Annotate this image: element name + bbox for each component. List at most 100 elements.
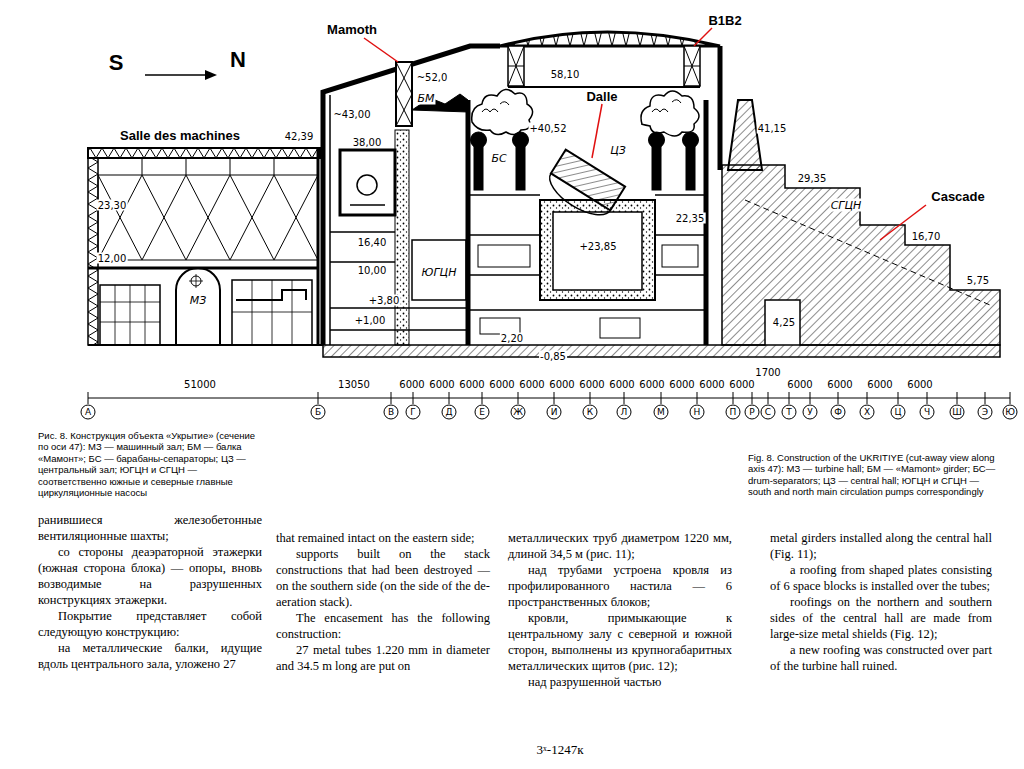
axis-circle	[384, 405, 398, 419]
turbine-hall	[88, 158, 98, 345]
axis-letter: П	[730, 407, 737, 417]
dimension-mark: 6000	[428, 379, 455, 390]
dimension-mark: 58,10	[550, 69, 581, 80]
dimension-mark: 6000	[548, 379, 575, 390]
turbine-hall	[236, 290, 306, 300]
part-code: ЦЗ	[609, 144, 627, 157]
dimension-mark: 4,25	[772, 317, 796, 328]
callout-leader	[364, 38, 398, 62]
axis-letter: Ш	[952, 407, 962, 417]
turbine-hall	[176, 268, 220, 345]
axis-circle	[920, 405, 934, 419]
dimension-mark: 6000	[786, 379, 813, 390]
axis-circle	[761, 405, 775, 419]
text-column: metal girders installed along the centra…	[770, 530, 992, 674]
axis-circle	[978, 405, 992, 419]
part-code: ЮГЦН	[421, 266, 458, 279]
axis-letter: А	[85, 407, 91, 417]
axis-letter: И	[551, 407, 558, 417]
axis-circle	[583, 405, 597, 419]
dimension-mark: +1,00	[354, 315, 387, 326]
callout-label: Salle des machines	[120, 128, 240, 143]
axis-letter: Н	[694, 407, 701, 417]
dimension-mark: 6000	[668, 379, 695, 390]
axis-circle	[745, 405, 759, 419]
dimension-mark: 6000	[826, 379, 853, 390]
dimension-mark: 13050	[337, 379, 371, 390]
reactor-building	[466, 100, 471, 345]
dimension-mark: 51000	[183, 379, 217, 390]
turbine-hall	[317, 148, 320, 345]
reactor-building	[396, 62, 412, 126]
reactor-building	[662, 245, 698, 267]
cascade-wall	[722, 100, 1000, 345]
axis-letter: Ф	[834, 407, 842, 417]
axis-letter: У	[807, 407, 812, 417]
turbine-hall	[100, 285, 160, 345]
reactor-building	[683, 132, 699, 148]
axis-letter: Х	[864, 407, 870, 417]
reactor-building	[330, 232, 468, 330]
body-paragraph: кровли, примыкающие к центральному залу …	[508, 610, 732, 674]
axis-circle	[475, 405, 489, 419]
dimension-mark: 6000	[518, 379, 545, 390]
reactor-building	[684, 46, 700, 86]
part-code: СГЦН	[830, 199, 863, 212]
axis-line	[88, 398, 1010, 399]
axis-circle	[690, 405, 704, 419]
direction-letter: N	[230, 47, 246, 73]
dimension-mark: 6000	[866, 379, 893, 390]
callout-label: Cascade	[931, 189, 984, 204]
dimension-mark: 16,70	[911, 231, 942, 242]
dimension-mark: -0,85	[539, 351, 567, 362]
turbine-hall	[88, 148, 320, 158]
dimension-mark: +40,52	[528, 123, 567, 134]
direction-arrow	[145, 74, 205, 76]
dimension-mark: 6000	[458, 379, 485, 390]
reactor-building	[649, 132, 665, 148]
axis-letter: Т	[786, 407, 792, 417]
axis-circle	[81, 405, 1017, 419]
page-code: 3ˣ-1247к	[537, 742, 584, 758]
reactor-building	[412, 240, 466, 300]
text-column: that remained intact on the eastern side…	[276, 530, 490, 674]
reactor-building	[478, 245, 530, 267]
axis-letter: Ц	[895, 407, 902, 417]
turbine-hall	[98, 175, 318, 260]
turbine-hall	[100, 285, 160, 345]
axis-letter: Ж	[513, 407, 523, 417]
axis-circle	[831, 405, 845, 419]
dimension-mark: ~43,00	[332, 109, 371, 120]
body-paragraph: metal girders installed along the centra…	[770, 530, 992, 562]
axis-circle	[860, 405, 874, 419]
dimension-mark: +3,80	[368, 295, 401, 306]
cascade-wall	[722, 165, 1000, 345]
dimension-mark: ~52,0	[416, 72, 449, 83]
dimension-mark: 6000	[638, 379, 665, 390]
cascade-wall	[745, 200, 990, 305]
dimension-mark: 12,00	[97, 253, 128, 264]
dimension-mark: 41,15	[757, 123, 788, 134]
reactor-building	[323, 345, 1000, 357]
part-code: БМ	[416, 92, 435, 105]
turbine-hall	[88, 344, 323, 346]
axis-circle	[617, 405, 631, 419]
axis-letter: Р	[749, 407, 754, 417]
body-paragraph: ранившиеся железобетонные вентиляционные…	[38, 512, 262, 544]
dimension-mark: 6000	[906, 379, 933, 390]
turbine-hall	[232, 280, 312, 345]
reactor-building	[508, 86, 700, 88]
body-paragraph: над разрушенной частью	[508, 674, 732, 690]
axis-line	[88, 392, 1010, 404]
body-paragraph: со стороны деаэраторной этажерки (южная …	[38, 544, 262, 608]
dimension-mark: 22,35	[675, 213, 706, 224]
reactor-building	[468, 195, 706, 310]
reactor-building	[395, 130, 409, 345]
turbine-hall	[88, 148, 323, 345]
axis-circle	[406, 405, 420, 419]
text-column: ранившиеся железобетонные вентиляционные…	[38, 512, 262, 672]
dimension-mark: +23,85	[578, 241, 617, 252]
dimension-mark: 6000	[698, 379, 725, 390]
axis-circle	[803, 405, 817, 419]
